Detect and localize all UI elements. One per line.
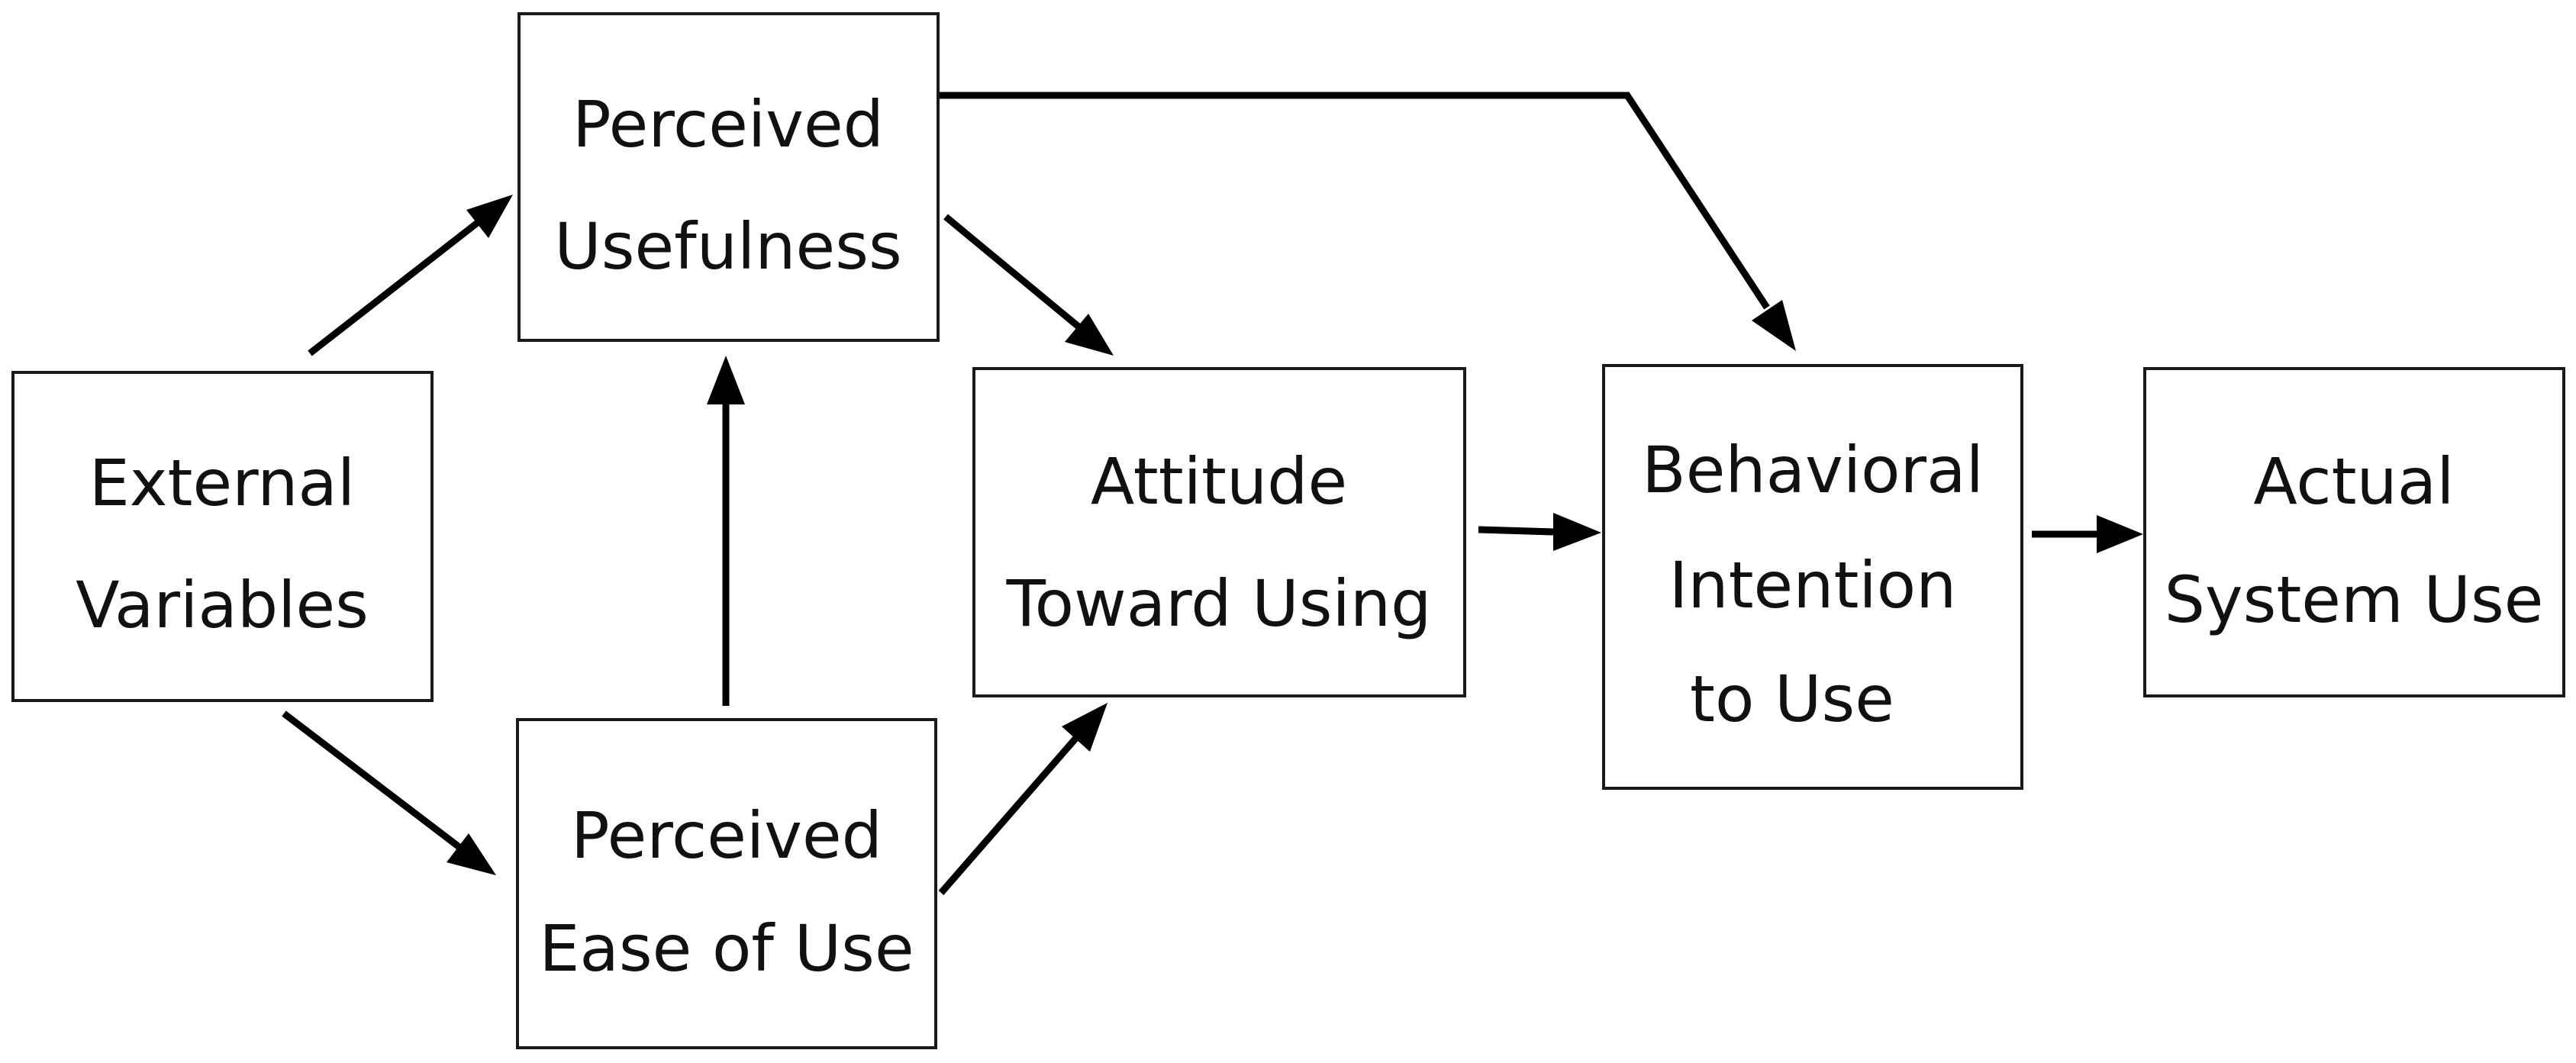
node-external-variables-line-2: Variables <box>76 568 369 643</box>
node-behavioral-intention-line-1: Behavioral <box>1642 433 1984 507</box>
node-actual-system-use: Actual System Use <box>2143 367 2565 697</box>
node-perceived-usefulness-line-1: Perceived <box>572 87 884 162</box>
arrow-intention-to-actual <box>2032 515 2143 553</box>
arrow-usefulness-to-intention <box>940 92 1796 351</box>
node-behavioral-intention-line-2: Intention <box>1669 548 1957 623</box>
node-behavioral-intention-line-3: to Use <box>1690 662 1894 736</box>
node-perceived-usefulness-line-2: Usefulness <box>554 209 902 284</box>
arrow-external-to-usefulness <box>308 195 513 356</box>
node-perceived-ease-of-use-line-1: Perceived <box>571 798 882 873</box>
node-external-variables-line-1: External <box>89 446 356 520</box>
node-perceived-ease-of-use-line-2: Ease of Use <box>539 911 914 986</box>
arrow-usefulness-to-attitude <box>943 214 1114 356</box>
arrow-attitude-to-intention <box>1478 513 1601 551</box>
node-attitude-toward-using-line-1: Attitude <box>1091 444 1347 519</box>
node-actual-system-use-line-2: System Use <box>2165 562 2544 637</box>
node-perceived-ease-of-use: Perceived Ease of Use <box>516 718 937 1049</box>
arrow-ease-to-attitude <box>938 703 1107 895</box>
node-behavioral-intention: Behavioral Intention to Use <box>1602 364 2023 790</box>
node-actual-system-use-line-1: Actual <box>2253 444 2454 519</box>
node-attitude-toward-using: Attitude Toward Using <box>972 367 1466 697</box>
arrow-ease-to-usefulness <box>707 356 745 706</box>
arrow-external-to-ease <box>282 710 496 875</box>
node-attitude-toward-using-line-2: Toward Using <box>1006 566 1432 641</box>
node-perceived-usefulness: Perceived Usefulness <box>517 12 940 342</box>
node-external-variables: External Variables <box>11 371 434 702</box>
